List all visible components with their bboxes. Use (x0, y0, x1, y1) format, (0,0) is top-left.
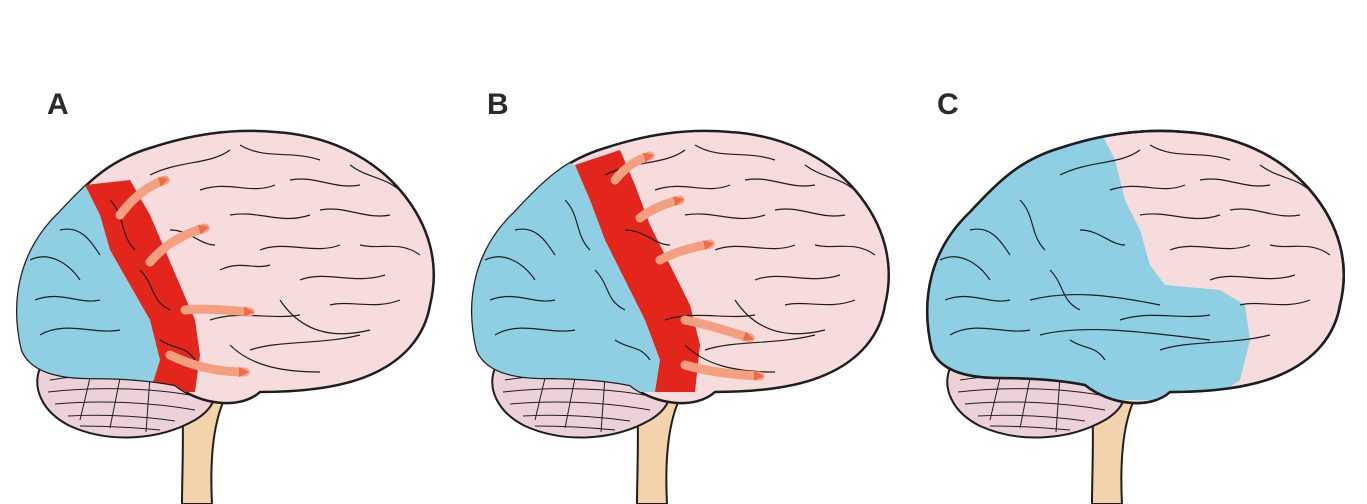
arrow-right-icon (180, 304, 255, 317)
panel-label-c: C (937, 88, 959, 121)
affected-region (927, 130, 1250, 400)
arrow-right-icon (635, 195, 685, 223)
panel-label-a: A (47, 88, 69, 121)
arrow-right-icon (610, 151, 655, 185)
arrow-right-icon (655, 239, 715, 265)
arrow-right-icon (115, 175, 170, 220)
spread-arrows (115, 175, 255, 377)
progression-front (85, 180, 200, 392)
brain-diagram-b (471, 129, 890, 504)
spread-arrows (610, 151, 765, 381)
brain-diagram-c (926, 129, 1345, 504)
panel-label-b: B (487, 88, 509, 121)
arrow-right-icon (145, 223, 210, 267)
arrow-right-icon (680, 315, 755, 343)
arrow-right-icon (680, 360, 765, 381)
arrow-right-icon (165, 350, 250, 377)
progression-front (575, 150, 700, 392)
brain-diagram-a (16, 129, 435, 504)
